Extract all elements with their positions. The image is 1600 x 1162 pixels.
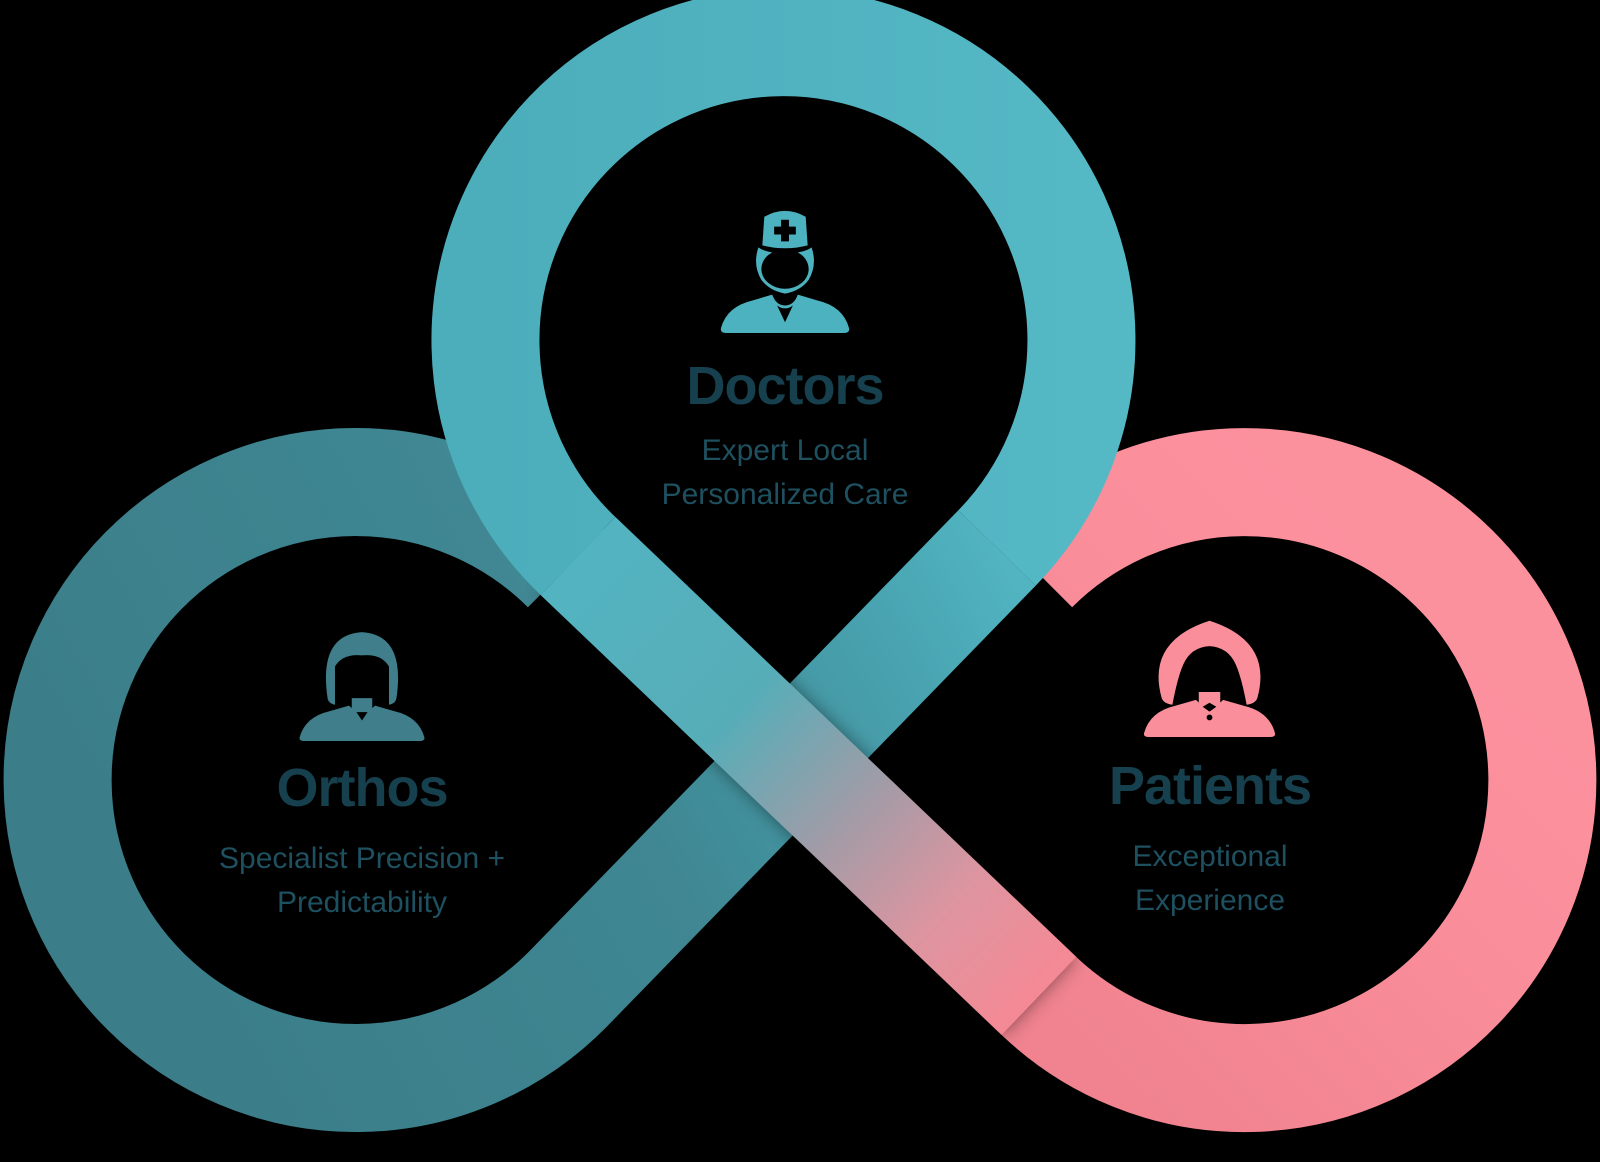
orthos-subtitle: Specialist Precision + Predictability <box>219 837 505 924</box>
doctors-subtitle-line2: Personalized Care <box>661 477 909 511</box>
doctors-subtitle: Expert Local Personalized Care <box>662 429 909 516</box>
node-doctors: Doctors Expert Local Personalized Care <box>535 202 1035 516</box>
doctors-loop-ring <box>431 0 1136 596</box>
doctors-title: Doctors <box>686 356 884 416</box>
orthodontist-icon <box>299 632 425 741</box>
patients-title: Patients <box>1108 756 1312 816</box>
patients-loop-ring <box>995 428 1597 1133</box>
doctors-subtitle-line1: Expert Local <box>701 434 869 467</box>
patients-subtitle-line2: Experience <box>1134 883 1286 917</box>
orthos-subtitle-line2: Predictability <box>276 885 448 919</box>
patients-subtitle: Exceptional Experience <box>1132 835 1287 922</box>
patients-tail <box>540 516 1077 1036</box>
doctor-icon <box>720 210 850 334</box>
node-orthos: Orthos Specialist Precision + Predictabi… <box>112 620 612 924</box>
patients-subtitle-line1: Exceptional <box>1132 840 1288 873</box>
orthos-subtitle-line1: Specialist Precision + <box>219 842 505 875</box>
patient-icon <box>1143 620 1276 737</box>
orthos-loop-and-tail <box>3 428 1036 1132</box>
node-patients: Patients Exceptional Experience <box>960 610 1460 922</box>
orthos-title: Orthos <box>276 758 448 818</box>
